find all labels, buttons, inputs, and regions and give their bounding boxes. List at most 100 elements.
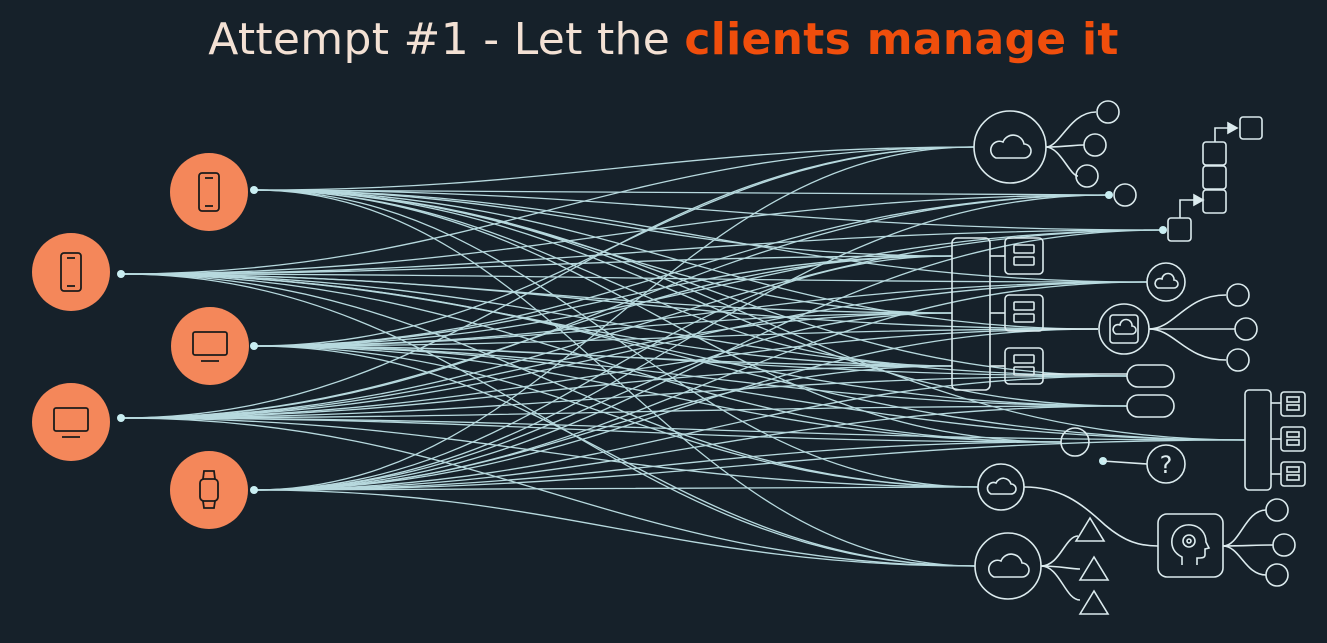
server-rack-right: [1244, 389, 1306, 491]
connection-line: [120, 328, 1099, 419]
connection-line: [253, 194, 1110, 491]
client-desktop-1: [171, 307, 258, 385]
connection-line: [120, 273, 976, 567]
monitor-icon: [192, 331, 228, 362]
cloud-icon: [990, 134, 1032, 159]
monitor-icon: [53, 407, 89, 438]
connection-line: [120, 273, 1062, 443]
pill-service-2: [1126, 394, 1175, 418]
cloud-service-bottom: [974, 516, 1110, 615]
client-phone-1: [170, 153, 258, 231]
connection-line: [120, 194, 1110, 275]
connection-line: [253, 405, 1128, 491]
connection-line: [120, 417, 979, 488]
connection-line: [253, 189, 953, 257]
question-icon: ?: [1160, 451, 1173, 479]
connection-line: [253, 189, 976, 567]
ai-head-service: [1157, 498, 1296, 587]
connection-line: [120, 146, 975, 419]
circle-node-mid: [1060, 427, 1090, 457]
connection-line: [253, 229, 1164, 347]
connection-line: [120, 255, 953, 419]
connection-line: [120, 365, 953, 419]
connection-line: [253, 345, 979, 488]
connection-line: [120, 375, 1128, 419]
server-icon: [1280, 461, 1306, 487]
cloud-icon: [988, 553, 1030, 578]
unknown-service: ?: [1099, 444, 1186, 484]
connection-line: [253, 312, 953, 491]
connection-line: [253, 365, 953, 491]
server-icon: [1004, 347, 1044, 385]
client-desktop-2: [32, 383, 125, 461]
connection-lines: [120, 146, 1246, 567]
connection-line: [120, 312, 953, 419]
cloud-service-small: [1146, 262, 1186, 302]
connection-line: [253, 146, 975, 491]
smartphone-icon: [60, 252, 82, 292]
connection-line: [253, 345, 1128, 407]
connection-line: [120, 273, 1246, 441]
cloud-service-top: [973, 100, 1120, 188]
title-prefix: Attempt #1 - Let the: [208, 14, 685, 65]
connection-line: [253, 189, 1110, 196]
connection-line: [253, 328, 1099, 491]
connection-line: [253, 489, 976, 567]
connection-line: [120, 417, 1246, 441]
smartphone-icon: [198, 172, 220, 212]
connection-line: [253, 189, 1062, 443]
connection-line: [253, 486, 979, 491]
server-icon: [1280, 426, 1306, 452]
connection-line: [120, 417, 1062, 443]
connection-line: [120, 281, 1148, 419]
connection-line: [120, 255, 953, 275]
client-devices: [32, 153, 258, 529]
pill-service-1: [1126, 364, 1175, 388]
cloud-icon: [1154, 272, 1179, 289]
ai-head-icon: [1171, 524, 1211, 565]
connection-line: [253, 189, 1099, 330]
connection-line: [253, 189, 1148, 283]
connection-line: [120, 273, 1148, 283]
backend-services: ?: [951, 100, 1306, 615]
connection-line: [253, 189, 1164, 231]
server-icon: [1004, 237, 1044, 275]
cloud-service-mid: [977, 463, 1159, 547]
connection-line: [253, 345, 1246, 441]
connection-line: [120, 273, 979, 488]
connection-line: [253, 194, 1110, 347]
connection-line: [120, 273, 1128, 377]
title-highlight: clients manage it: [684, 14, 1119, 65]
smartwatch-icon: [199, 470, 219, 509]
connection-line: [253, 312, 953, 347]
server-icon: [1004, 294, 1044, 332]
connection-line: [253, 375, 1128, 491]
connection-line: [253, 146, 975, 191]
connection-line: [253, 189, 1246, 441]
connection-line: [253, 281, 1148, 491]
cloud-storage: [1098, 283, 1258, 372]
connection-line: [253, 189, 1128, 407]
slide-title: Attempt #1 - Let the clients manage it: [0, 14, 1327, 65]
connection-line: [253, 441, 1062, 491]
connection-line: [120, 229, 1164, 419]
connection-line: [120, 405, 1128, 419]
server-icon: [1280, 391, 1306, 417]
cloud-icon: [1112, 318, 1137, 335]
connection-line: [120, 229, 1164, 275]
client-watch-1: [170, 451, 258, 529]
connection-line: [120, 146, 975, 275]
queue-square: [1159, 116, 1263, 242]
connection-line: [253, 255, 953, 491]
connection-line: [253, 345, 976, 567]
connection-line: [120, 417, 976, 567]
client-phone-2: [32, 233, 125, 311]
server-stack: [951, 237, 1128, 391]
connection-line: [253, 255, 953, 347]
connection-line: [120, 273, 1099, 330]
circle-node-top: [1105, 183, 1137, 207]
cloud-icon: [986, 477, 1017, 495]
connection-line: [253, 439, 1246, 491]
